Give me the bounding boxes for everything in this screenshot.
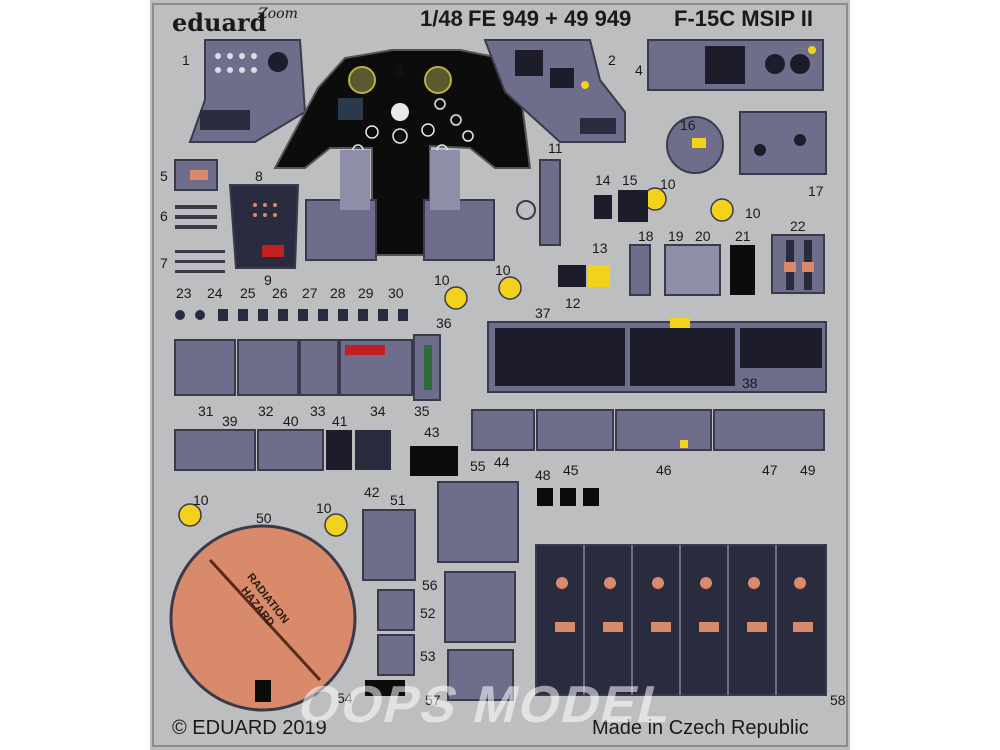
- part-number: 53: [420, 648, 436, 664]
- zoom-logo: Zoom: [258, 6, 298, 22]
- part-2-side-console: [483, 39, 626, 143]
- part-number: 35: [414, 403, 430, 419]
- part-number: 32: [258, 403, 274, 419]
- part-number: 44: [494, 454, 510, 470]
- part-number: 55: [470, 458, 486, 474]
- part-number: 50: [256, 510, 272, 526]
- parts-39-42-panels: [174, 429, 391, 471]
- part-number: 47: [762, 462, 778, 478]
- part-number: 29: [358, 285, 374, 301]
- part-number: 42: [364, 484, 380, 500]
- part-number: 10: [316, 500, 332, 516]
- part-number: 9: [264, 272, 272, 288]
- part-number: 40: [283, 413, 299, 429]
- part-number: 27: [302, 285, 318, 301]
- parts-31-35-panels: [174, 334, 441, 401]
- part-number: 46: [656, 462, 672, 478]
- part-number: 6: [160, 208, 168, 224]
- part-4-panel: [647, 39, 824, 91]
- copyright-text: © EDUARD 2019: [172, 717, 327, 739]
- part-number: 15: [622, 172, 638, 188]
- part-3-instrument-panel: [273, 49, 532, 261]
- part-number: 51: [390, 492, 406, 508]
- part-number: 1: [182, 52, 190, 68]
- part-number: 7: [160, 255, 168, 271]
- model-name: F-15C MSIP II: [674, 6, 813, 31]
- parts-14-15: [594, 190, 648, 222]
- part-50-radome: [169, 524, 357, 712]
- part-58-rack: [535, 544, 827, 696]
- part-number: 37: [535, 305, 551, 321]
- part-number: 49: [800, 462, 816, 478]
- part-number: 18: [638, 228, 654, 244]
- part-number: 45: [563, 462, 579, 478]
- watermark: OOPS MODEL: [292, 676, 680, 734]
- part-number: 52: [420, 605, 436, 621]
- part-number: 21: [735, 228, 751, 244]
- part-number: 56: [422, 577, 438, 593]
- part-number: 33: [310, 403, 326, 419]
- part-number: 58: [830, 692, 846, 708]
- part-8-panel: [228, 184, 300, 269]
- brand-logo: eduard: [172, 8, 267, 37]
- part-number: 13: [592, 240, 608, 256]
- part-number: 4: [635, 62, 643, 78]
- part-number: 54: [337, 690, 353, 706]
- made-in-text: Made in Czech Republic: [592, 717, 809, 739]
- part-number: 8: [255, 168, 263, 184]
- part-number: 41: [332, 413, 348, 429]
- parts-37-38-console: [487, 318, 827, 393]
- product-code: FE 949 + 49 949: [468, 6, 632, 31]
- part-number: 2: [608, 52, 616, 68]
- part-number: 23: [176, 285, 192, 301]
- part-number: 43: [424, 424, 440, 440]
- parts-44-47-panels: [471, 409, 825, 451]
- part-1-side-console: [188, 39, 307, 143]
- part-43: [410, 446, 458, 476]
- parts-51-53-panels: [362, 509, 416, 696]
- part-number: 10: [660, 176, 676, 192]
- parts-10-pins: [178, 187, 734, 537]
- parts-48-49-sockets: [537, 488, 599, 506]
- part-number: 31: [198, 403, 214, 419]
- part-number: 57: [425, 692, 441, 708]
- part-number: 17: [808, 183, 824, 199]
- part-22-straps: [771, 234, 825, 294]
- parts-5-6-7-strips: [174, 159, 225, 273]
- part-number: 11: [548, 140, 563, 156]
- part-number: 34: [370, 403, 386, 419]
- part-number: 30: [388, 285, 404, 301]
- part-16-17-panel: [666, 111, 827, 175]
- part-number: 10: [193, 492, 209, 508]
- part-number: 10: [745, 205, 761, 221]
- parts-12-13: [558, 265, 610, 287]
- part-number: 3: [395, 62, 403, 78]
- part-number: 12: [565, 295, 581, 311]
- part-number: 20: [695, 228, 711, 244]
- part-number: 26: [272, 285, 288, 301]
- part-11-bracket: [516, 159, 561, 246]
- part-number: 14: [595, 172, 611, 188]
- part-number: 39: [222, 413, 238, 429]
- part-number: 36: [436, 315, 452, 331]
- part-number: 38: [742, 375, 758, 391]
- part-number: 10: [495, 262, 511, 278]
- part-number: 22: [790, 218, 806, 234]
- part-number: 25: [240, 285, 256, 301]
- part-number: 10: [434, 272, 450, 288]
- part-number: 28: [330, 285, 346, 301]
- scale-label: 1/48: [420, 6, 463, 31]
- part-number: 48: [535, 467, 551, 483]
- part-number: 19: [668, 228, 684, 244]
- parts-18-21: [629, 244, 755, 296]
- part-number: 5: [160, 168, 168, 184]
- part-number: 24: [207, 285, 223, 301]
- part-number: 16: [680, 117, 696, 133]
- parts-55-57-panels: [437, 481, 519, 701]
- parts-23-30-switches: [175, 309, 408, 321]
